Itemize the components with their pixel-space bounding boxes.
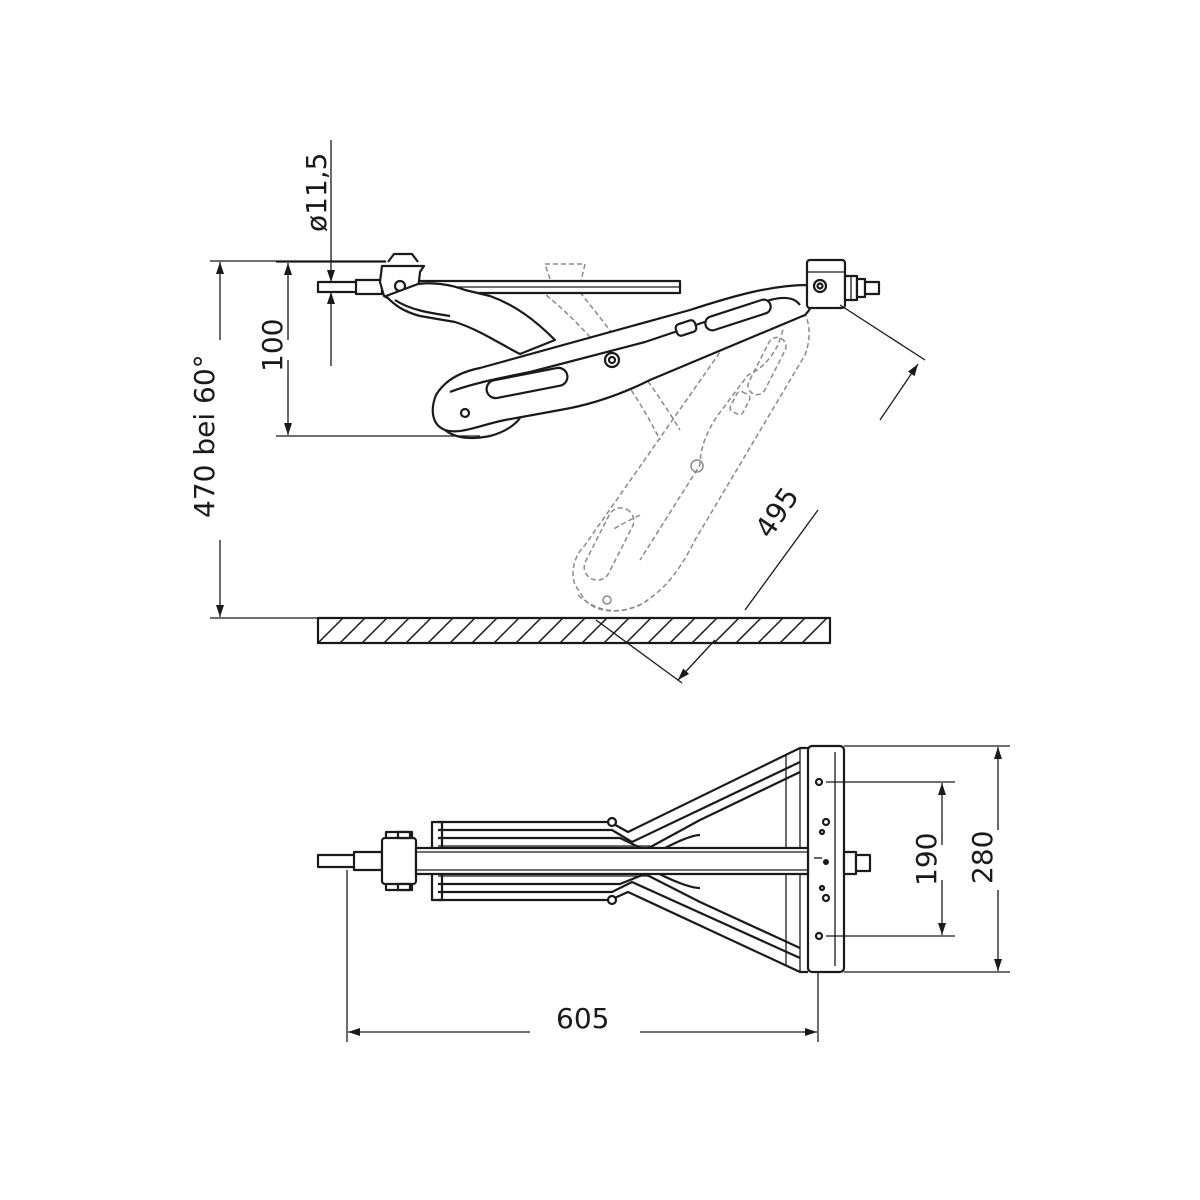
dim-arm-length-label: 495: [748, 481, 805, 544]
dim-offset-label: 100: [256, 319, 289, 372]
dim-pin-diameter: ø11,5: [300, 140, 335, 366]
front-block: [805, 258, 881, 310]
top-view: 190 280 605: [316, 744, 1010, 1042]
dim-inner-width: 190: [826, 781, 955, 937]
side-view: ø11,5 100 470 bei 60° 495: [188, 140, 926, 684]
dim-offset: 100: [256, 261, 480, 437]
dim-inner-width-label: 190: [910, 833, 943, 886]
base-plate: [806, 744, 872, 974]
ground-surface: [316, 616, 832, 645]
dim-height: 470 bei 60°: [188, 260, 386, 619]
main-lever: [431, 283, 814, 440]
spindle-top: [316, 830, 810, 892]
upper-link: [384, 282, 557, 356]
dim-total-length-label: 605: [556, 1002, 609, 1035]
dim-outer-width: 280: [844, 745, 1010, 973]
dim-total-length: 605: [346, 870, 819, 1042]
dim-outer-width-label: 280: [966, 831, 999, 884]
dim-height-label: 470 bei 60°: [188, 354, 221, 518]
y-frame: [438, 746, 808, 974]
dim-pin-diameter-label: ø11,5: [300, 153, 333, 232]
spindle-rod: [316, 278, 682, 296]
